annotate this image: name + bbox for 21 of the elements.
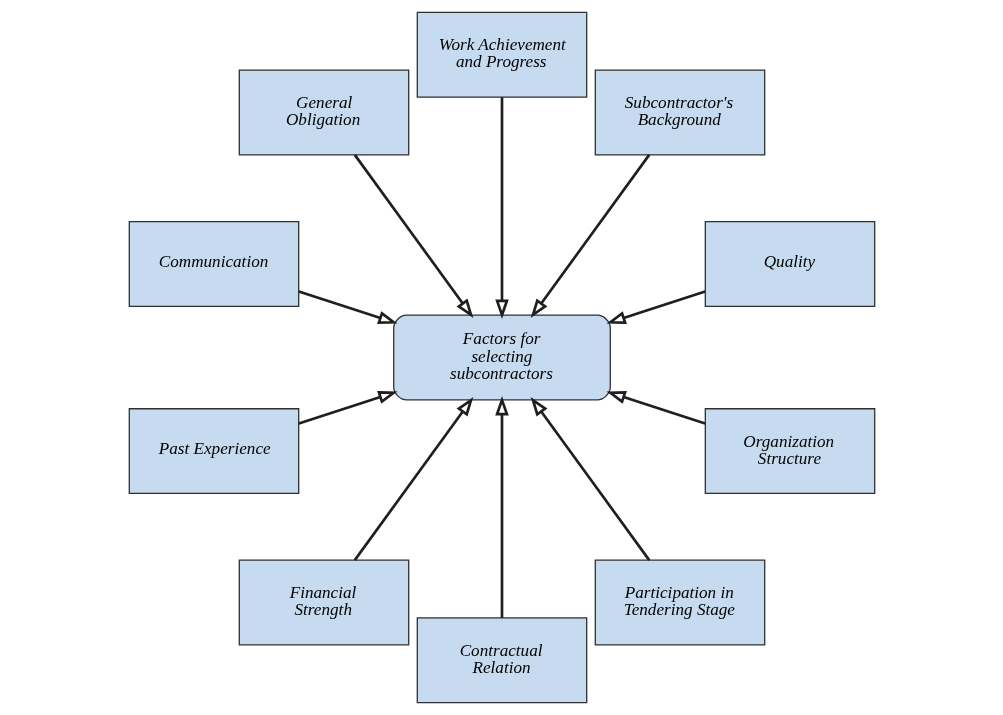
arrow (297, 290, 398, 325)
arrow (530, 154, 650, 319)
node-box: General Obligation (238, 69, 409, 156)
arrow (297, 391, 398, 425)
arrow (605, 290, 706, 325)
arrow (530, 396, 650, 561)
node-box: Work Achievement and Progress (416, 11, 587, 98)
arrow (494, 396, 509, 618)
node-box: Financial Strength (238, 559, 409, 646)
node-box: Subcontractor's Background (594, 69, 765, 156)
node-box: Factors for selecting subcontractors (392, 314, 611, 401)
node-box: Participation in Tendering Stage (594, 559, 765, 646)
node-box: Contractual Relation (416, 617, 587, 704)
arrow (353, 154, 473, 319)
node-box: Quality (704, 220, 875, 307)
arrow (353, 396, 473, 561)
node-box: Organization Structure (704, 408, 875, 495)
node-box: Past Experience (128, 408, 299, 495)
arrow (494, 97, 509, 319)
node-box: Communication (128, 220, 299, 307)
arrow (605, 391, 706, 425)
